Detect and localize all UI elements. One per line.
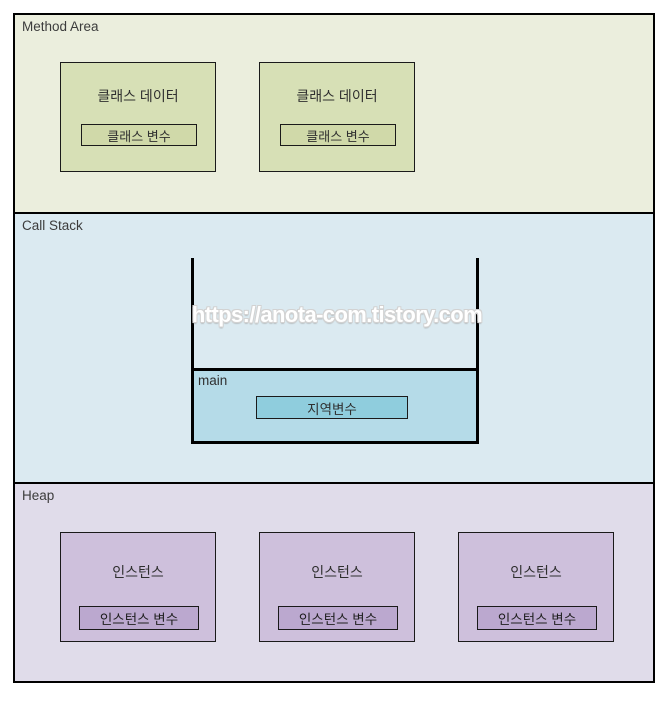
instance-box: 인스턴스 인스턴스 변수 — [259, 532, 415, 642]
instance-variable-box: 인스턴스 변수 — [477, 606, 597, 630]
instance-variable-box: 인스턴스 변수 — [278, 606, 398, 630]
call-stack-region: Call Stack main 지역변수 https://anota-com.t… — [15, 214, 653, 484]
instance-box: 인스턴스 인스턴스 변수 — [60, 532, 216, 642]
instance-variable-box: 인스턴스 변수 — [79, 606, 199, 630]
heap-region: Heap 인스턴스 인스턴스 변수 인스턴스 인스턴스 변수 인스턴스 인스턴스… — [15, 484, 653, 681]
class-data-title: 클래스 데이터 — [296, 88, 378, 104]
call-stack-container: main 지역변수 — [191, 258, 479, 444]
method-area-label: Method Area — [22, 19, 99, 34]
stack-open-area — [191, 258, 479, 371]
stack-frame-main: main 지역변수 — [191, 368, 479, 444]
class-data-box: 클래스 데이터 클래스 변수 — [60, 62, 216, 172]
instance-box: 인스턴스 인스턴스 변수 — [458, 532, 614, 642]
jvm-memory-diagram: Method Area 클래스 데이터 클래스 변수 클래스 데이터 클래스 변… — [13, 13, 655, 683]
method-area-region: Method Area 클래스 데이터 클래스 변수 클래스 데이터 클래스 변… — [15, 15, 653, 214]
instance-title: 인스턴스 — [311, 564, 363, 580]
class-variable-box: 클래스 변수 — [81, 124, 197, 146]
stack-frame-name: main — [198, 373, 228, 388]
class-variable-box: 클래스 변수 — [280, 124, 396, 146]
heap-label: Heap — [22, 488, 55, 503]
call-stack-label: Call Stack — [22, 218, 83, 233]
class-data-box: 클래스 데이터 클래스 변수 — [259, 62, 415, 172]
instance-title: 인스턴스 — [112, 564, 164, 580]
instance-title: 인스턴스 — [510, 564, 562, 580]
class-data-title: 클래스 데이터 — [97, 88, 179, 104]
local-variable-box: 지역변수 — [256, 396, 408, 419]
